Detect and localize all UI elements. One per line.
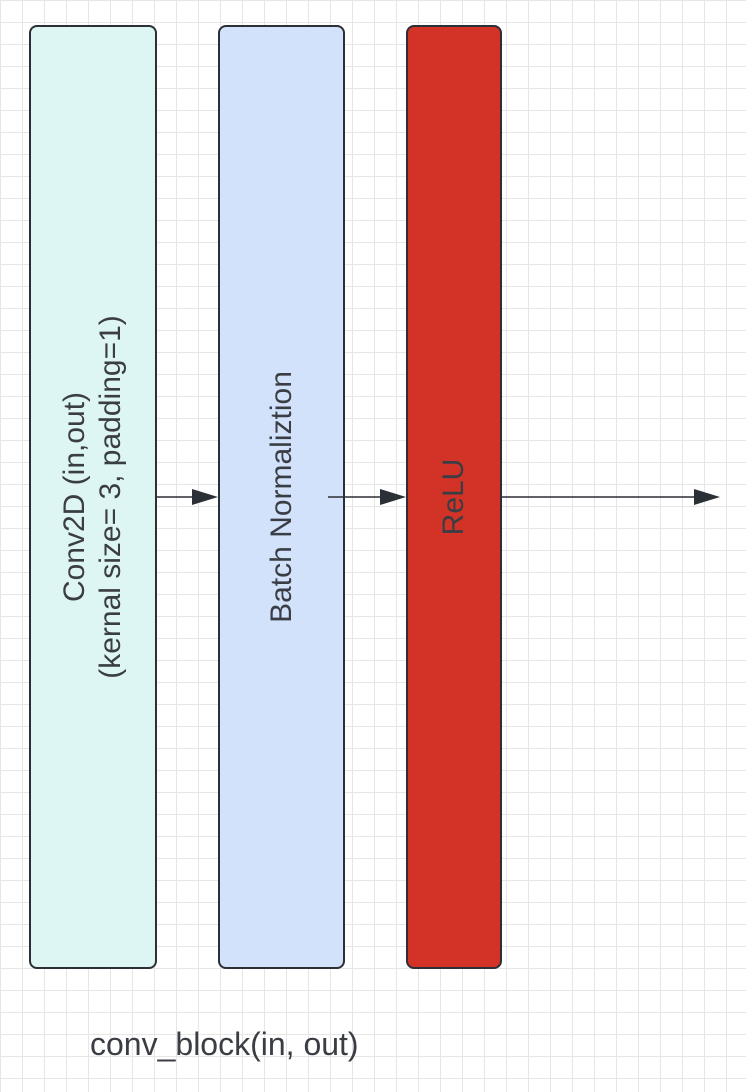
- conv2d-label: Conv2D (in,out) (kernal size= 3, padding…: [57, 315, 129, 679]
- relu-label-line-1: ReLU: [437, 458, 470, 536]
- relu-block[interactable]: ReLU: [406, 25, 502, 969]
- diagram-caption: conv_block(in, out): [90, 1026, 359, 1062]
- arrow-relu-to-output[interactable]: [502, 489, 720, 505]
- batch-norm-label-line-1: Batch Normaliztion: [264, 371, 298, 623]
- relu-label: ReLU: [436, 459, 472, 536]
- batch-norm-block[interactable]: Batch Normaliztion: [218, 25, 345, 969]
- arrow-conv-to-bn[interactable]: [157, 489, 218, 505]
- batch-norm-label: Batch Normaliztion: [264, 371, 300, 623]
- conv2d-label-line-2: (kernal size= 3, padding=1): [94, 315, 127, 679]
- conv2d-label-line-1: Conv2D (in,out): [58, 391, 91, 603]
- conv2d-block[interactable]: Conv2D (in,out) (kernal size= 3, padding…: [29, 25, 157, 969]
